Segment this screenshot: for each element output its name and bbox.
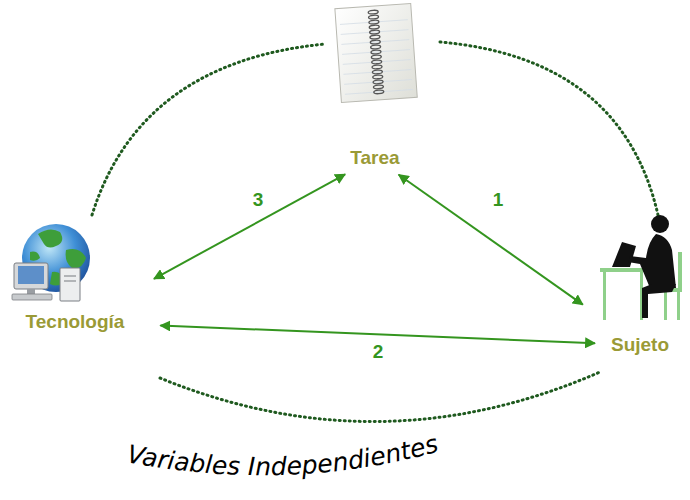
double-arrow (160, 326, 595, 344)
dotted-arc (160, 372, 600, 422)
double-arrow (399, 175, 583, 305)
node-label: Tarea (344, 144, 405, 173)
curved-text: Variables Independientes (125, 429, 441, 481)
node-text: Sujeto (611, 334, 669, 357)
callout-number: 3 (250, 190, 267, 211)
callout-number: 2 (370, 342, 387, 363)
node-text: Tecnología (26, 311, 125, 334)
monitor-screen (18, 266, 44, 284)
desk-leg (603, 272, 606, 320)
dotted-arc (440, 42, 658, 215)
notebook-lines (340, 20, 413, 95)
person-body (628, 234, 676, 288)
chair-leg (664, 292, 667, 320)
node-text: Tarea (350, 147, 399, 170)
node-label: Tecnología (20, 308, 131, 337)
monitor (14, 263, 48, 289)
callout-number: 1 (490, 190, 507, 211)
technology-icon (12, 224, 90, 301)
computer-tower (60, 268, 80, 301)
desk-top (600, 268, 646, 272)
notebook-icon (335, 3, 417, 102)
footer-label: Variables Independientes (125, 429, 441, 481)
person-icon (600, 215, 682, 320)
dotted-arc (92, 44, 325, 215)
keyboard (12, 294, 52, 300)
person-head (651, 215, 669, 233)
laptop (612, 242, 636, 267)
notebook-spiral (368, 10, 384, 94)
monitor-stand (27, 289, 35, 294)
double-arrow (154, 174, 345, 278)
chair-back (678, 252, 682, 290)
node-label: Sujeto (605, 331, 675, 360)
chair-leg (677, 292, 680, 320)
notebook-page (335, 3, 417, 102)
person-legs (642, 284, 676, 318)
